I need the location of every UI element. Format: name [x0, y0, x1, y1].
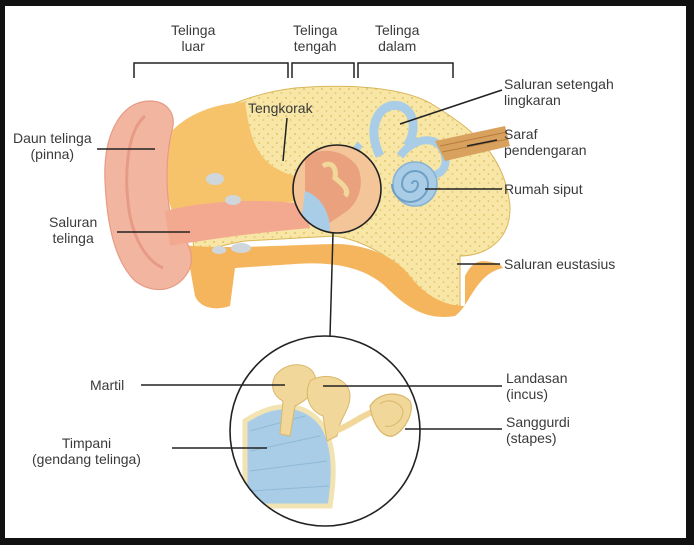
label-semicircular-line2: lingkaran: [504, 92, 614, 108]
section-middle-ear-line2: tengah: [293, 38, 337, 54]
label-ear-canal: Saluran telinga: [49, 214, 97, 246]
label-pinna-line2: (pinna): [13, 146, 92, 162]
label-skull: Tengkorak: [248, 100, 313, 116]
label-incus-line2: (incus): [506, 386, 568, 402]
label-ear-canal-line1: Saluran: [49, 214, 97, 230]
label-tympanum-line1: Timpani: [32, 435, 141, 451]
label-tympanum: Timpani (gendang telinga): [32, 435, 141, 467]
label-stapes-line2: (stapes): [506, 430, 570, 446]
label-eustachian: Saluran eustasius: [504, 256, 615, 272]
section-outer-ear-line2: luar: [171, 38, 215, 54]
label-tympanum-line2: (gendang telinga): [32, 451, 141, 467]
label-incus: Landasan (incus): [506, 370, 568, 402]
label-auditory-nerve-line2: pendengaran: [504, 142, 587, 158]
label-auditory-nerve: Saraf pendengaran: [504, 126, 587, 158]
cochlea-shape: [392, 162, 437, 206]
label-malleus: Martil: [90, 377, 124, 393]
label-stapes: Sanggurdi (stapes): [506, 414, 570, 446]
section-middle-ear-line1: Telinga: [293, 22, 337, 38]
label-semicircular-line1: Saluran setengah: [504, 76, 614, 92]
label-pinna-line1: Daun telinga: [13, 130, 92, 146]
label-stapes-line1: Sanggurdi: [506, 414, 570, 430]
label-auditory-nerve-line1: Saraf: [504, 126, 587, 142]
section-inner-ear-line1: Telinga: [375, 22, 419, 38]
label-incus-line1: Landasan: [506, 370, 568, 386]
section-middle-ear: Telinga tengah: [293, 22, 337, 54]
bracket-inner-ear: [358, 63, 453, 78]
label-semicircular: Saluran setengah lingkaran: [504, 76, 614, 108]
section-inner-ear: Telinga dalam: [375, 22, 419, 54]
label-ear-canal-line2: telinga: [49, 230, 97, 246]
section-outer-ear-line1: Telinga: [171, 22, 215, 38]
bracket-middle-ear: [292, 63, 354, 78]
label-cochlea: Rumah siput: [504, 181, 583, 197]
bracket-outer-ear: [134, 63, 288, 78]
section-inner-ear-line2: dalam: [375, 38, 419, 54]
label-pinna: Daun telinga (pinna): [13, 130, 92, 162]
section-outer-ear: Telinga luar: [171, 22, 215, 54]
